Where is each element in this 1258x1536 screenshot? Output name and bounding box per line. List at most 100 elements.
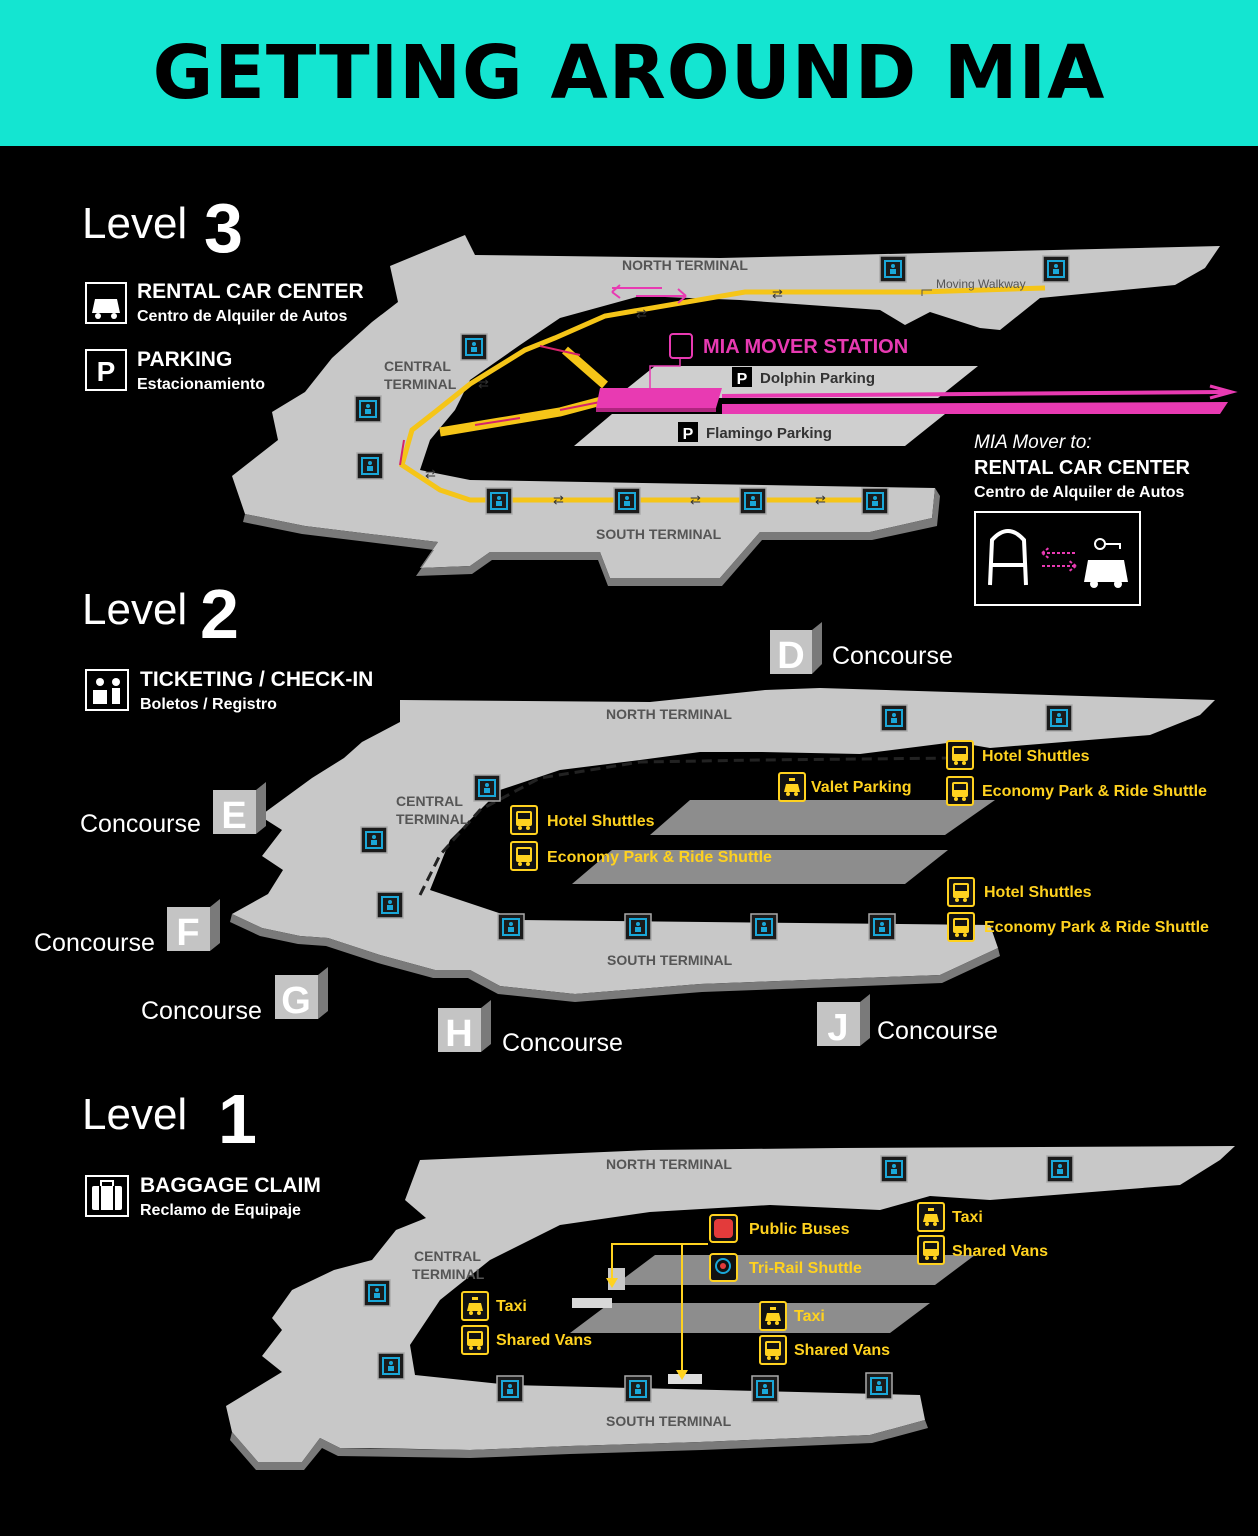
svg-text:⇄: ⇄ — [772, 286, 783, 301]
dolphin-parking-label: Dolphin Parking — [760, 370, 875, 387]
train-icon — [669, 333, 693, 359]
trirail-icon — [715, 1258, 731, 1274]
concourse-f-letter: F — [176, 912, 199, 954]
moving-walkway-label: Moving Walkway — [936, 277, 1026, 291]
svg-text:⇄: ⇄ — [553, 492, 564, 507]
taxi-icon — [759, 1301, 787, 1331]
public-buses-label: Public Buses — [749, 1221, 850, 1238]
public-bus-icon — [714, 1219, 733, 1238]
l3-central-1: CENTRAL — [384, 358, 451, 374]
shuttles-central: Hotel Shuttles Economy Park & Ride Shutt… — [510, 805, 772, 871]
van-icon — [759, 1335, 787, 1365]
parking-icon: P — [97, 356, 116, 387]
svg-text:⇄: ⇄ — [478, 376, 489, 391]
legend-parking-sub: Estacionamiento — [137, 376, 265, 393]
bus-icon — [946, 776, 974, 806]
legend-ticketing-title: TICKETING / CHECK-IN — [140, 668, 373, 691]
concourse-e: E Concourse — [80, 782, 266, 838]
moving-walkway-path — [399, 285, 1046, 503]
level-2-label: Level — [82, 585, 187, 634]
concourse-d-label: Concourse — [832, 642, 953, 670]
svg-text:⇄: ⇄ — [815, 492, 826, 507]
hotel-shuttle-label-c: Hotel Shuttles — [547, 813, 655, 830]
legend-ticketing-sub: Boletos / Registro — [140, 696, 277, 713]
legend-baggage-sub: Reclamo de Equipaje — [140, 1202, 301, 1219]
mia-mover-station — [596, 388, 722, 408]
trirail-label: Tri-Rail Shuttle — [749, 1260, 862, 1277]
l2-central-2: TERMINAL — [396, 811, 469, 827]
svg-text:⇄: ⇄ — [425, 466, 436, 481]
concourse-d-letter: D — [777, 635, 804, 677]
concourse-e-letter: E — [221, 795, 246, 837]
economy-shuttle-label-n: Economy Park & Ride Shuttle — [982, 783, 1207, 800]
legend-rental-title: RENTAL CAR CENTER — [137, 280, 364, 303]
l1-central-2: TERMINAL — [412, 1266, 485, 1282]
level-1-label: Level — [82, 1090, 187, 1139]
concourse-g: G Concourse — [141, 967, 328, 1025]
bus-icon — [510, 841, 538, 871]
ground-transport-north: Taxi Shared Vans — [917, 1202, 1048, 1265]
l2-north-terminal: NORTH TERMINAL — [606, 706, 732, 722]
rental-car-icon — [1084, 538, 1128, 588]
mover-to-label: MIA Mover to: — [974, 432, 1092, 453]
valet-label: Valet Parking — [811, 779, 912, 796]
l3-central-2: TERMINAL — [384, 376, 457, 392]
svg-text:⇄: ⇄ — [690, 492, 701, 507]
level-1-floor — [226, 1146, 1235, 1462]
level-2-number: 2 — [200, 575, 239, 653]
l2-central-1: CENTRAL — [396, 793, 463, 809]
legend-ticketing: TICKETING / CHECK-IN Boletos / Registro — [85, 668, 373, 713]
taxi-label-s: Taxi — [794, 1308, 825, 1325]
flamingo-parking-label: Flamingo Parking — [706, 425, 832, 442]
l1-south-terminal: SOUTH TERMINAL — [606, 1413, 732, 1429]
bus-icon — [947, 912, 975, 942]
legend-baggage: BAGGAGE CLAIM Reclamo de Equipaje — [85, 1174, 321, 1219]
public-buses: Public Buses — [709, 1214, 850, 1243]
level-3-floor — [232, 235, 1220, 578]
flamingo-parking-icon: P — [683, 426, 694, 443]
rental-car-info: MIA Mover to: RENTAL CAR CENTER Centro d… — [974, 432, 1190, 606]
flamingo-parking-deck — [574, 414, 945, 446]
shuttles-south: Hotel Shuttles Economy Park & Ride Shutt… — [947, 877, 1209, 942]
concourse-h-label: Concourse — [502, 1029, 623, 1057]
bus-icon — [947, 877, 975, 907]
level-3-label: Level — [82, 199, 187, 248]
level-2-floor — [232, 688, 1215, 994]
legend-baggage-title: BAGGAGE CLAIM — [140, 1174, 321, 1197]
concourse-d: D Concourse — [770, 622, 953, 677]
l3-north-terminal: NORTH TERMINAL — [622, 257, 748, 273]
mover-train-icon — [988, 529, 1028, 586]
trirail-shuttle: Tri-Rail Shuttle — [709, 1253, 862, 1282]
ground-transport-south: Taxi Shared Vans — [759, 1301, 890, 1365]
hotel-shuttle-label-n: Hotel Shuttles — [982, 748, 1090, 765]
legend-rental-sub: Centro de Alquiler de Autos — [137, 308, 347, 325]
valet-parking: Valet Parking — [778, 772, 912, 802]
economy-shuttle-label-s: Economy Park & Ride Shuttle — [984, 919, 1209, 936]
bus-icon — [946, 740, 974, 770]
ground-transport-central: Taxi Shared Vans — [461, 1291, 592, 1355]
baggage-icon — [92, 1180, 122, 1210]
economy-shuttle-label-c: Economy Park & Ride Shuttle — [547, 849, 772, 866]
bus-icon — [510, 805, 538, 835]
van-icon — [917, 1235, 945, 1265]
taxi-label-c: Taxi — [496, 1298, 527, 1315]
vans-label-s: Shared Vans — [794, 1342, 890, 1359]
legend-rental-car: RENTAL CAR CENTER Centro de Alquiler de … — [85, 280, 364, 325]
concourse-j-letter: J — [827, 1007, 848, 1049]
valet-icon — [778, 772, 806, 802]
vans-label-n: Shared Vans — [952, 1243, 1048, 1260]
concourse-e-label: Concourse — [80, 810, 201, 838]
concourse-g-label: Concourse — [141, 997, 262, 1025]
concourse-h: H Concourse — [438, 1000, 623, 1057]
level-2: Level 2 TICKETING / CHECK-IN Boletos / R… — [34, 575, 1215, 1057]
l1-north-terminal: NORTH TERMINAL — [606, 1156, 732, 1172]
concourse-j: J Concourse — [817, 994, 998, 1049]
mover-station-label: MIA MOVER STATION — [703, 336, 908, 358]
title-banner: GETTING AROUND MIA — [0, 0, 1258, 146]
taxi-label-n: Taxi — [952, 1209, 983, 1226]
level-3-number: 3 — [204, 189, 243, 267]
concourse-f-label: Concourse — [34, 929, 155, 957]
page-title: GETTING AROUND MIA — [152, 30, 1106, 116]
level-3: Level 3 RENTAL CAR CENTER Centro de Alqu… — [82, 189, 1238, 606]
